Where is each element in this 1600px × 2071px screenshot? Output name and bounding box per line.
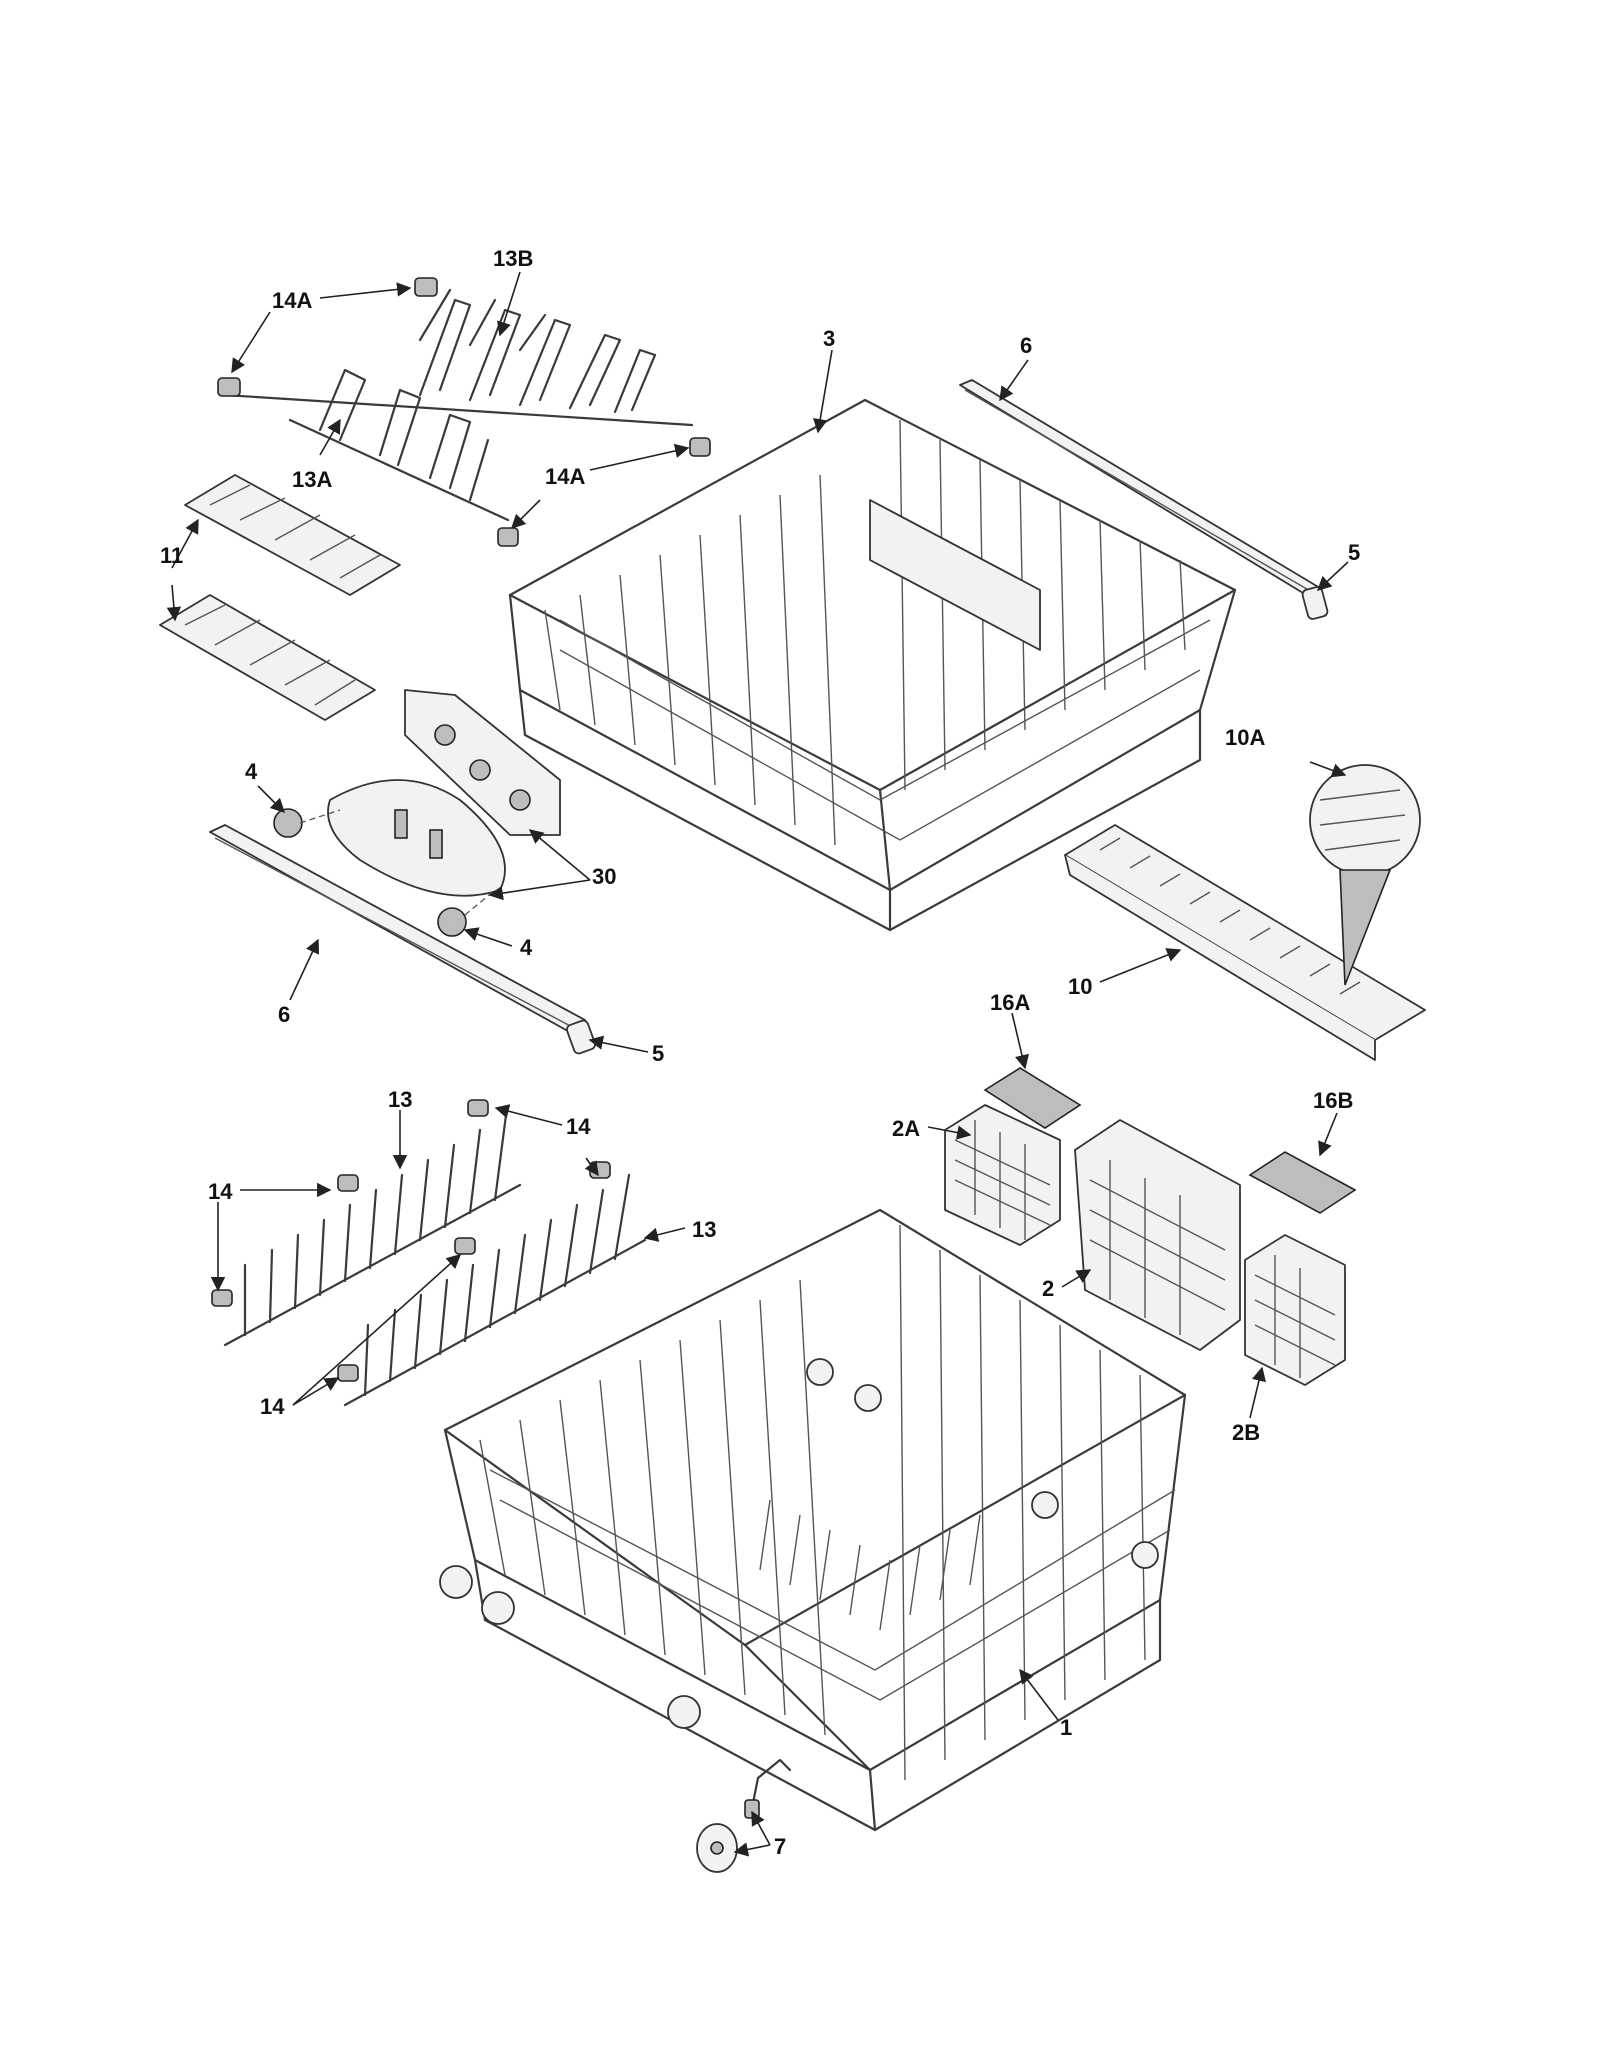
callout-13-top: 13 <box>388 1087 412 1112</box>
part-3-upper-rack <box>508 398 1237 932</box>
leader-lines <box>166 271 1349 1857</box>
callout-7: 7 <box>774 1834 786 1859</box>
callout-2: 2 <box>1042 1276 1054 1301</box>
part-2b-basket <box>1244 1234 1346 1386</box>
part-5-end-cap-upper <box>1301 586 1329 620</box>
callout-30: 30 <box>592 864 616 889</box>
part-13a-tine-row <box>288 368 510 522</box>
part-11-tray-lower <box>159 594 376 721</box>
callout-5-bottom: 5 <box>652 1041 664 1066</box>
callout-13b: 13B <box>493 246 533 271</box>
callout-13a: 13A <box>292 467 332 492</box>
callout-16a: 16A <box>990 990 1030 1015</box>
callout-6-bottom: 6 <box>278 1002 290 1027</box>
callout-14-bottom: 14 <box>260 1394 285 1419</box>
callout-4-top: 4 <box>245 759 258 784</box>
part-14a-clip-top <box>217 277 438 397</box>
callout-10a: 10A <box>1225 725 1265 750</box>
part-7-wheel <box>696 1758 792 1873</box>
callout-14a-top: 14A <box>272 288 312 313</box>
callout-16b: 16B <box>1313 1088 1353 1113</box>
part-2a-basket <box>944 1104 1061 1246</box>
part-13b-tine-row <box>223 288 694 427</box>
callout-6-top: 6 <box>1020 333 1032 358</box>
part-13-tine-row-right <box>343 1173 647 1407</box>
callout-14-top: 14 <box>566 1114 591 1139</box>
callout-10: 10 <box>1068 974 1092 999</box>
part-4-roller-bottom <box>437 889 496 937</box>
callout-4-bottom: 4 <box>520 935 533 960</box>
callout-5-top: 5 <box>1348 540 1360 565</box>
callout-2b: 2B <box>1232 1420 1260 1445</box>
part-13-tine-row-left <box>223 1113 522 1347</box>
callout-13-right: 13 <box>692 1217 716 1242</box>
callout-14a-mid: 14A <box>545 464 585 489</box>
part-2-basket <box>1074 1119 1241 1351</box>
callout-2a: 2A <box>892 1116 920 1141</box>
callout-3: 3 <box>823 326 835 351</box>
callout-14-left: 14 <box>208 1179 233 1204</box>
part-14-clips <box>211 1099 611 1382</box>
part-16b-lid <box>1248 1151 1357 1214</box>
part-11-tray-upper <box>184 474 401 596</box>
part-16a-lid <box>983 1067 1082 1129</box>
part-5-end-cap-lower <box>566 1019 596 1055</box>
part-6-rail-upper <box>959 379 1321 597</box>
part-10-cup-shelf <box>1064 824 1426 1061</box>
part-30-bracket <box>327 689 561 897</box>
callout-1: 1 <box>1060 1715 1072 1740</box>
part-4-roller-top <box>273 808 341 838</box>
part-1-lower-rack <box>439 1208 1187 1832</box>
callout-11: 11 <box>160 543 183 568</box>
part-14a-clip-mid <box>497 437 711 547</box>
part-10a-detail-magnifier <box>1309 764 1421 986</box>
